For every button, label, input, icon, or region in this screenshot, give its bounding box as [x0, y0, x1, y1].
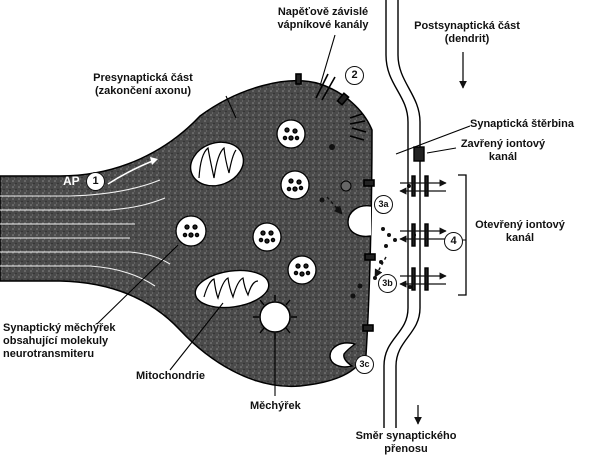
step-marker-1: 1	[86, 172, 105, 191]
vesicle-3	[176, 216, 206, 246]
step-marker-2: 2	[345, 66, 364, 85]
vesicle-5	[288, 256, 316, 284]
label-calcium-channels: Napěťově závislé vápníkové kanály	[258, 6, 388, 32]
step-marker-4: 4	[444, 232, 463, 251]
label-closed-channel: Zavřený iontový kanál	[454, 138, 552, 164]
step-marker-3b: 3b	[378, 274, 397, 293]
label-postsynaptic: Postsynaptická část (dendrit)	[402, 20, 532, 46]
label-transmission-direction: Směr synaptického přenosu	[346, 430, 466, 456]
closed-ion-channel	[414, 147, 424, 161]
vesicle-1	[277, 120, 305, 148]
vesicle-2	[281, 171, 309, 199]
vesicle-4	[253, 223, 281, 251]
step-marker-3a: 3a	[374, 195, 393, 214]
label-synaptic-vesicle: Synaptický měchýřek obsahující molekuly …	[3, 322, 116, 361]
label-vesicle: Měchýřek	[250, 400, 301, 413]
label-presynaptic: Presynaptická část (zakončení axonu)	[78, 72, 208, 98]
label-open-channel: Otevřený iontový kanál	[470, 219, 570, 245]
postsynaptic-membrane	[384, 0, 420, 428]
step-marker-3c: 3c	[355, 355, 374, 374]
ion-flow-arrows	[400, 183, 446, 284]
label-ap: AP	[63, 174, 80, 188]
label-synaptic-cleft: Synaptická štěrbina	[470, 118, 574, 131]
label-mitochondria: Mitochondrie	[136, 370, 205, 383]
